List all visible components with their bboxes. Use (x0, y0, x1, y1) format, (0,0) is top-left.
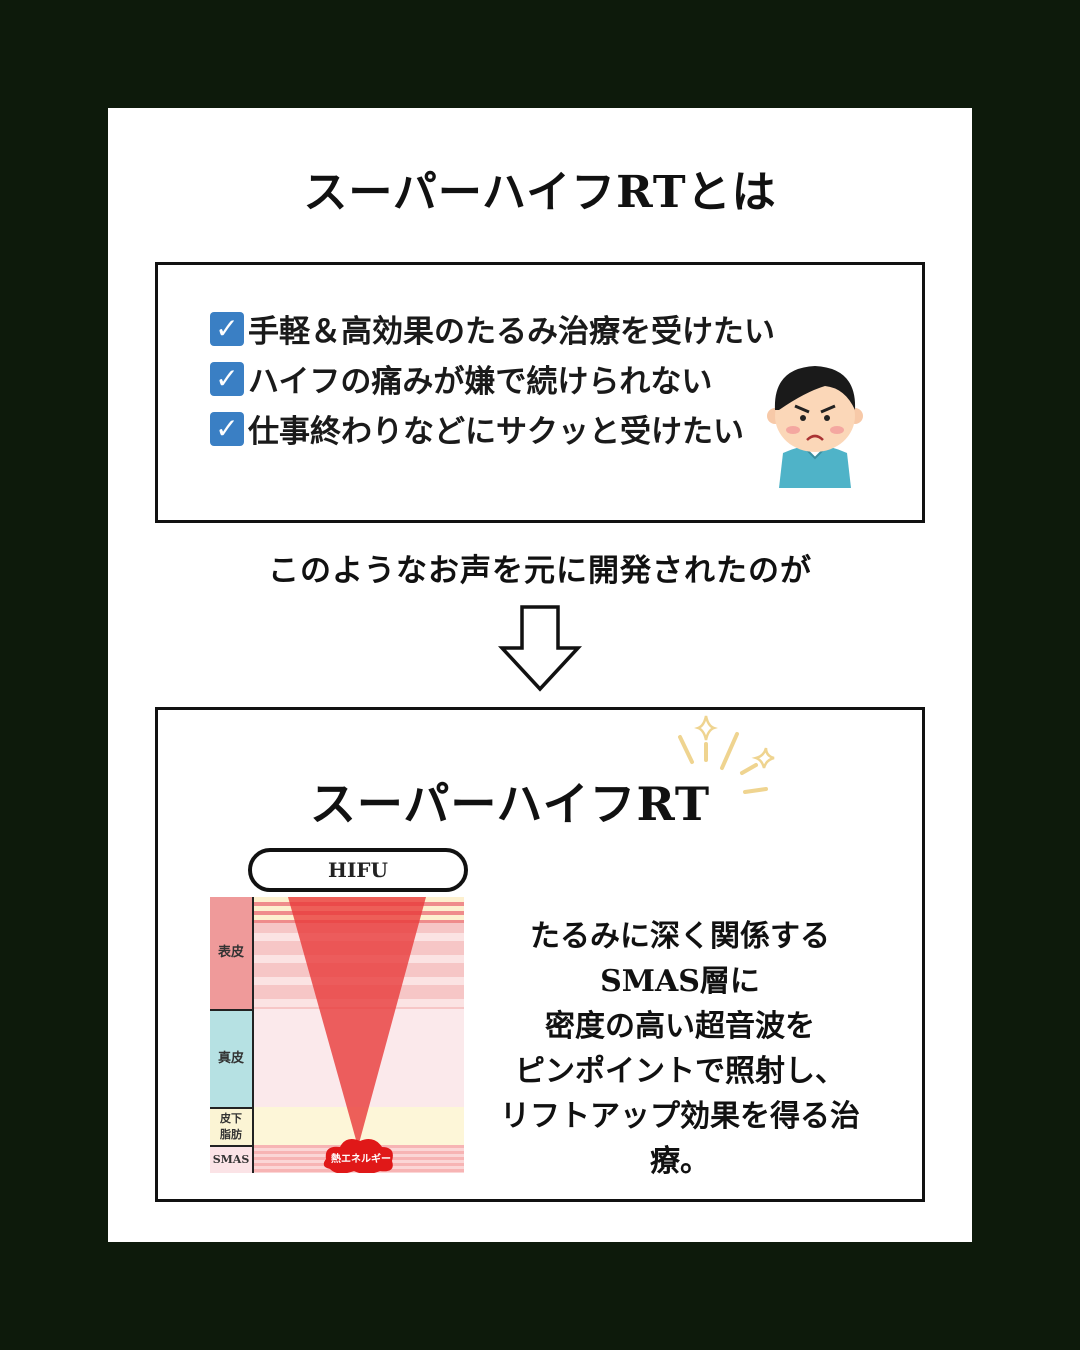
heat-cloud (323, 1139, 393, 1173)
description-line: 密度の高い超音波を (545, 1009, 815, 1044)
concern-item: ✓仕事終わりなどにサクッと受けたい (210, 406, 744, 451)
checkbox-icon: ✓ (210, 411, 244, 446)
layer-dermis: 真皮 (210, 1009, 254, 1107)
skin-diagram: 熱エネルギー (254, 897, 464, 1173)
sparkle-icon (678, 715, 775, 794)
layer-smas: SMAS (210, 1145, 254, 1173)
product-description: たるみに深く関係する SMAS層に 密度の高い超音波を ピンポイントで照射し、 … (480, 914, 880, 1184)
product-title: スーパーハイフRT (309, 777, 711, 831)
ultrasound-beam (288, 897, 426, 1147)
layer-epidermis: 表皮 (210, 897, 254, 1009)
heat-label: 熱エネルギー (331, 1154, 391, 1165)
description-line: たるみに深く関係する (530, 919, 830, 954)
transition-text: このようなお声を元に開発されたのが (268, 553, 812, 589)
concern-text: 手軽＆高効果のたるみ治療を受けたい (248, 314, 775, 350)
down-arrow-icon (498, 605, 582, 692)
description-line: SMAS層に (600, 964, 760, 999)
layer-subcutaneous-fat: 皮下脂肪 (210, 1107, 254, 1145)
concern-item: ✓手軽＆高効果のたるみ治療を受けたい (210, 306, 775, 351)
page-title: スーパーハイフRTとは (303, 167, 777, 218)
concern-item: ✓ハイフの痛みが嫌で続けられない (210, 356, 712, 401)
concern-text: 仕事終わりなどにサクッと受けたい (248, 414, 744, 450)
hifu-label: HIFU (248, 848, 468, 892)
description-line: リフトアップ効果を得る治療。 (500, 1099, 860, 1179)
frowning-man-illustration (767, 366, 863, 488)
concern-text: ハイフの痛みが嫌で続けられない (248, 364, 713, 400)
checkbox-icon: ✓ (210, 311, 244, 346)
checkbox-icon: ✓ (210, 361, 244, 396)
description-line: ピンポイントで照射し、 (515, 1054, 845, 1089)
